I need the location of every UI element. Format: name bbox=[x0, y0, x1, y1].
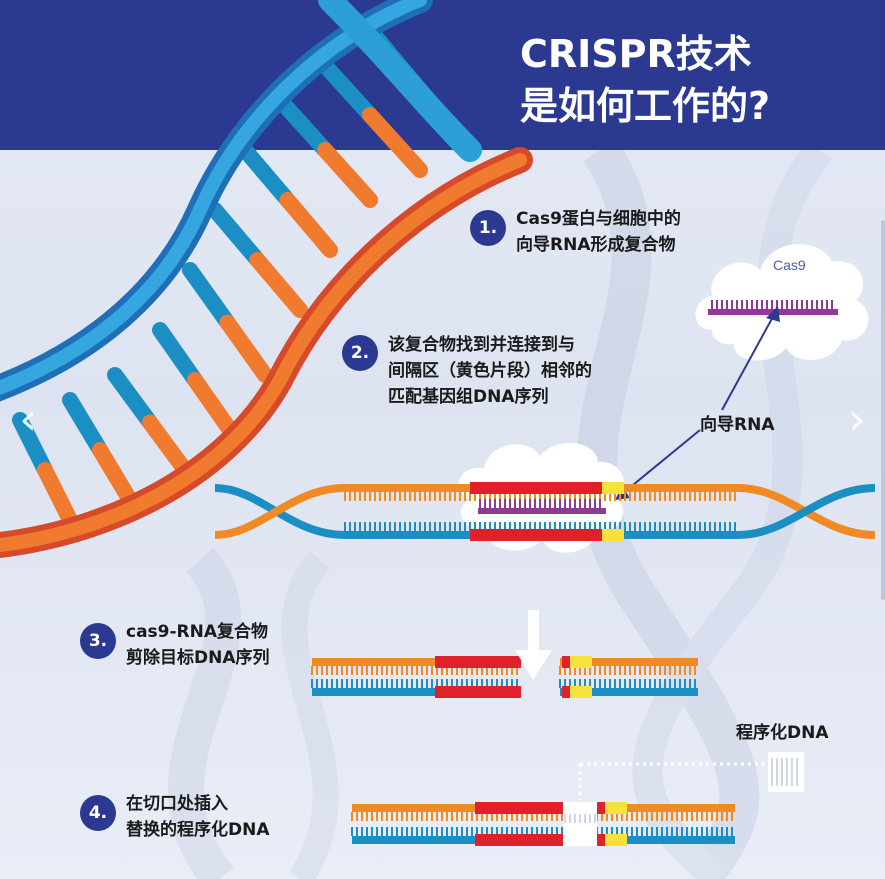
step-2-number: 2. bbox=[342, 335, 378, 371]
step-4-line-2: 替换的程序化DNA bbox=[126, 820, 270, 840]
step-3-line-2: 剪除目标DNA序列 bbox=[126, 648, 270, 668]
next-arrow-icon[interactable]: › bbox=[848, 394, 866, 445]
step-4-number: 4. bbox=[80, 795, 116, 831]
step-3-line-1: cas9-RNA复合物 bbox=[126, 622, 269, 642]
step-1-number: 1. bbox=[470, 210, 506, 246]
programmed-dna-fragment bbox=[578, 752, 804, 800]
title-line-1: CRISPR技术 bbox=[520, 32, 752, 76]
step-2: 2. 该复合物找到并连接到与 间隔区（黄色片段）相邻的 匹配基因组DNA序列 bbox=[342, 335, 592, 410]
dna-strand-step4 bbox=[351, 802, 735, 846]
step-4: 4. 在切口处插入 替换的程序化DNA bbox=[80, 794, 270, 843]
programmed-dna-label: 程序化DNA bbox=[736, 723, 829, 743]
dna-strand-step3 bbox=[311, 656, 698, 698]
guide-rna-label: 向导RNA bbox=[700, 415, 775, 435]
step-4-line-1: 在切口处插入 bbox=[126, 794, 228, 814]
step-2-line-1: 该复合物找到并连接到与 bbox=[388, 335, 575, 355]
step-1: 1. Cas9蛋白与细胞中的 向导RNA形成复合物 bbox=[470, 209, 681, 258]
prev-arrow-icon[interactable]: ‹ bbox=[19, 394, 37, 445]
step-3: 3. cas9-RNA复合物 剪除目标DNA序列 bbox=[80, 622, 270, 671]
step-2-line-2: 间隔区（黄色片段）相邻的 bbox=[388, 361, 592, 381]
step-2-line-3: 匹配基因组DNA序列 bbox=[388, 387, 549, 407]
page-title: CRISPR技术 是如何工作的? bbox=[520, 28, 860, 132]
step-1-line-2: 向导RNA形成复合物 bbox=[516, 235, 676, 255]
cut-arrow bbox=[515, 610, 552, 680]
title-line-2: 是如何工作的? bbox=[520, 84, 771, 128]
cas9-label: Cas9 bbox=[773, 257, 806, 273]
step-1-line-1: Cas9蛋白与细胞中的 bbox=[516, 209, 681, 229]
scrollbar[interactable] bbox=[881, 220, 885, 600]
large-dna-helix bbox=[0, 0, 533, 558]
step-3-number: 3. bbox=[80, 623, 116, 659]
dna-strand-step2 bbox=[214, 482, 876, 541]
